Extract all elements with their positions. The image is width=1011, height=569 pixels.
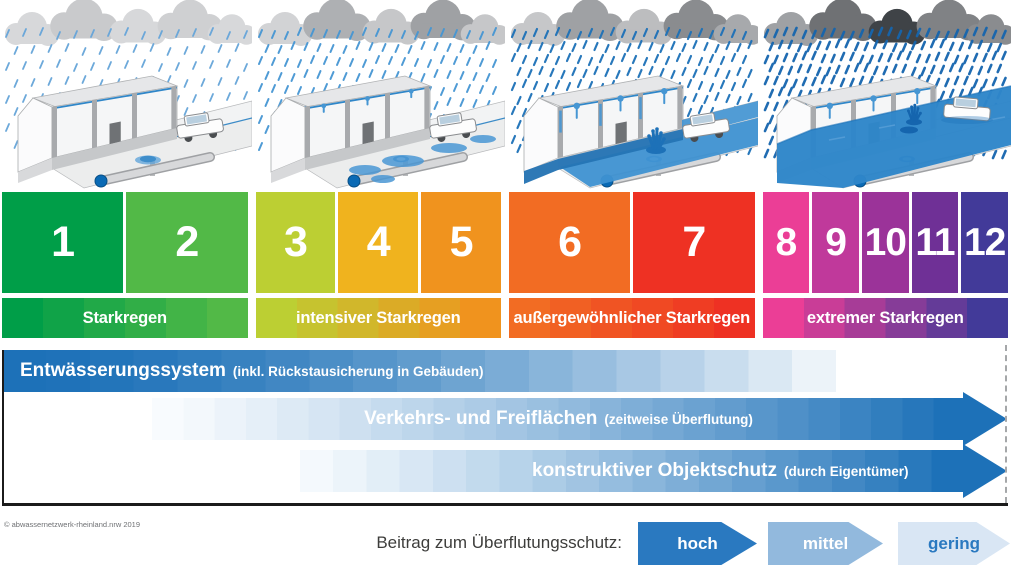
- scale-cell-2: 2: [126, 192, 248, 293]
- legend-label: Beitrag zum Überflutungsschutz:: [376, 533, 622, 552]
- scale-cell-1: 1: [2, 192, 124, 293]
- scale-band-4: extremer Starkregen: [762, 298, 1008, 338]
- submerged-drain: [900, 126, 918, 134]
- scene-panel-2: [258, 0, 505, 189]
- car: [176, 112, 224, 142]
- bar-text: Verkehrs- und Freiflächen (zeitweise Über…: [364, 408, 753, 430]
- scale-cell-10: 10: [861, 192, 909, 293]
- car: [943, 96, 991, 122]
- legend-arrow-mittel: mittel: [768, 522, 883, 565]
- gutter-overflow: [408, 88, 414, 94]
- sewer-pipe: [347, 152, 468, 188]
- axis-bottom-line: [2, 503, 1008, 506]
- bar-text: Entwässerungssystem (inkl. Rückstausicher…: [20, 360, 483, 382]
- car: [429, 112, 477, 142]
- bar-objektschutz: konstruktiver Objektschutz (durch Eigentü…: [300, 450, 965, 492]
- clouds: [258, 0, 505, 46]
- scale-band-2: intensiver Starkregen: [255, 298, 501, 338]
- scale-band-3: außergewöhnlicher Starkregen: [509, 298, 755, 338]
- scale-cell-7: 7: [633, 192, 755, 293]
- clouds: [511, 0, 758, 46]
- puddle: [431, 143, 467, 153]
- bar-entwaesserungssystem: Entwässerungssystem (inkl. Rückstausicher…: [2, 350, 880, 392]
- scene-panel-4: [763, 0, 1011, 189]
- puddle: [349, 165, 381, 175]
- bar-text: konstruktiver Objektschutz (durch Eigentü…: [532, 460, 908, 482]
- clouds: [764, 0, 1011, 46]
- scale-cell-9: 9: [812, 192, 859, 293]
- bar-verkehrsflaechen: Verkehrs- und Freiflächen (zeitweise Über…: [152, 398, 965, 440]
- scale-cell-4: 4: [338, 192, 419, 293]
- illustration-row: [0, 0, 1011, 190]
- arrow-right-icon: [963, 392, 1007, 446]
- axis-left-line: [2, 350, 4, 505]
- building: [17, 75, 179, 183]
- puddle: [382, 155, 424, 167]
- puddle: [371, 175, 395, 183]
- door: [362, 121, 374, 145]
- scale-cell-11: 11: [911, 192, 959, 293]
- bar2-note: (zeitweise Überflutung): [604, 412, 753, 427]
- scale-cell-12: 12: [961, 192, 1009, 293]
- scale-cell-6: 6: [509, 192, 631, 293]
- water-splash: [646, 127, 666, 154]
- car: [682, 112, 730, 142]
- door: [615, 121, 627, 145]
- legend-arrow-gering: gering: [898, 522, 1010, 565]
- puddle: [470, 135, 496, 143]
- scale-band-1: Starkregen: [2, 298, 248, 338]
- legend-arrow-hoch: hoch: [638, 522, 757, 565]
- bar3-title: konstruktiver Objektschutz: [532, 460, 777, 481]
- arrow-right-icon: [963, 444, 1007, 498]
- bar3-note: (durch Eigentümer): [783, 464, 909, 479]
- scene-panel-3: [510, 0, 758, 189]
- scene-panel-1: [5, 0, 252, 189]
- dashed-boundary-line: [1005, 345, 1007, 503]
- sewer-pipe: [94, 152, 215, 188]
- bar1-title: Entwässerungssystem: [20, 360, 226, 381]
- scale-cell-5: 5: [421, 192, 501, 293]
- copyright-note: © abwassernetzwerk-rheinland.nrw 2019: [4, 520, 141, 529]
- bar1-note: (inkl. Rückstausicherung in Gebäuden): [232, 364, 484, 379]
- door: [109, 121, 121, 145]
- scale-cell-8: 8: [762, 192, 810, 293]
- clouds: [5, 0, 252, 46]
- bar2-title: Verkehrs- und Freiflächen: [364, 408, 598, 429]
- scale-cell-3: 3: [255, 192, 336, 293]
- water-splash: [906, 103, 922, 126]
